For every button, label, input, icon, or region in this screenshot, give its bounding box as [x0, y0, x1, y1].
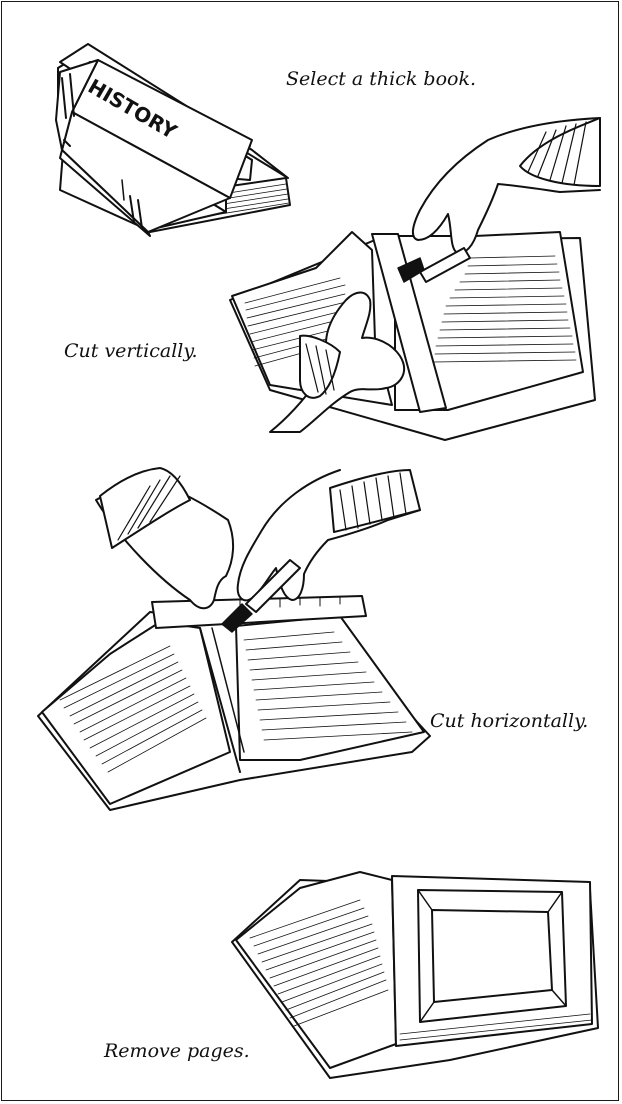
- step-caption-vertical: Cut vertically.: [64, 340, 198, 362]
- step-caption-select: Select a thick book.: [286, 68, 476, 90]
- step-caption-horizontal: Cut horizontally.: [430, 710, 588, 732]
- step-caption-remove: Remove pages.: [104, 1040, 250, 1062]
